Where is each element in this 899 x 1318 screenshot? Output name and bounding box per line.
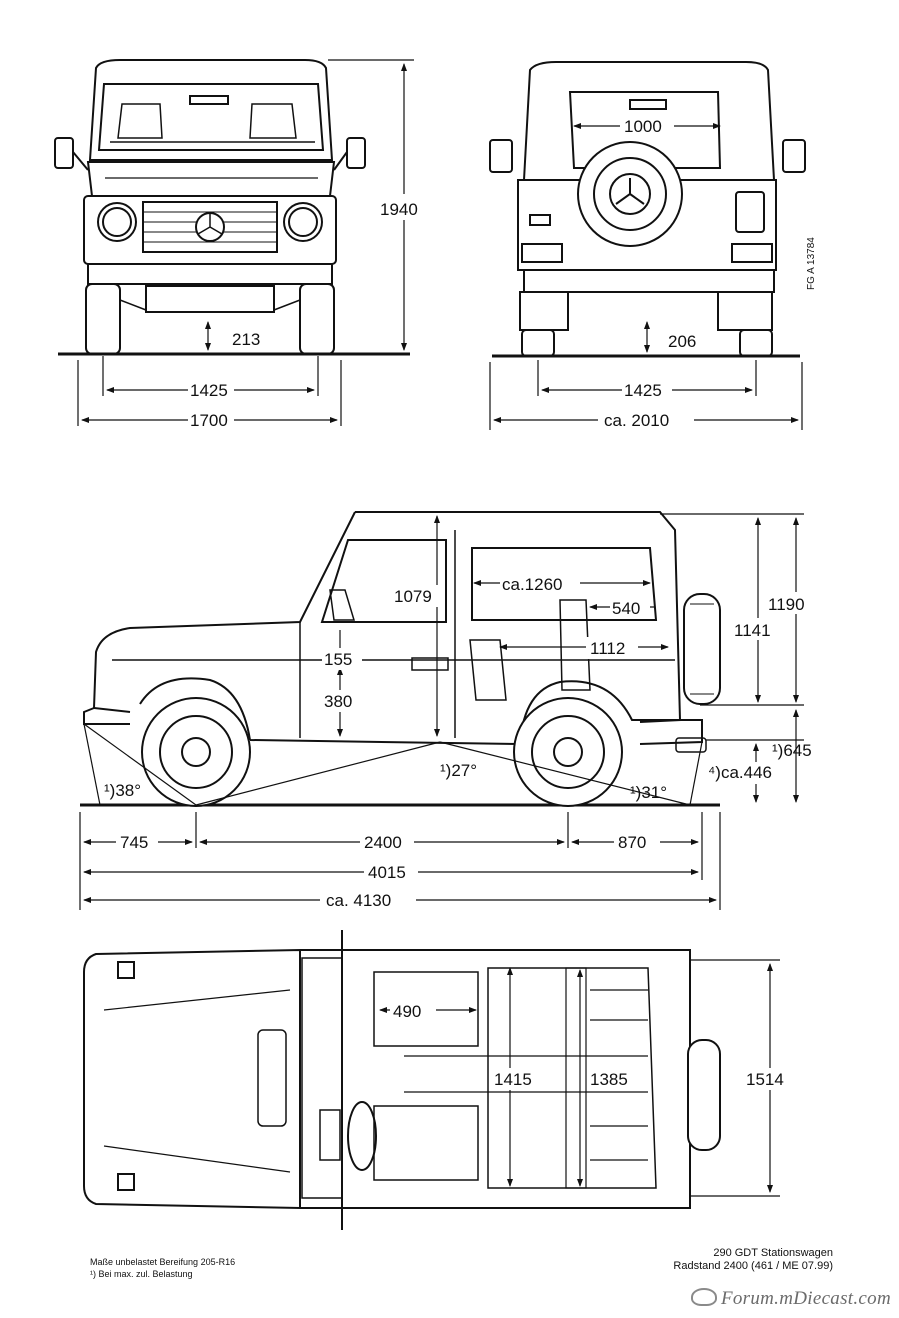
front-overhang-dimension: 745 bbox=[120, 833, 148, 852]
side-window-height-dimension: 540 bbox=[612, 599, 640, 618]
wheelbase-title: Radstand 2400 (461 / ME 07.99) bbox=[673, 1260, 833, 1272]
side-cargo-length-dimension: ca.1260 bbox=[502, 575, 563, 594]
top-view-drawing bbox=[83, 930, 721, 1230]
side-interior-height-dimension: 1079 bbox=[394, 587, 432, 606]
side-height-1190-dimension: 1190 bbox=[768, 595, 805, 614]
footnotes: Maße unbelastet Bereifung 205-R16 ¹) Bei… bbox=[90, 1256, 235, 1280]
front-view-drawing bbox=[54, 59, 410, 356]
wheelbase-dimension: 2400 bbox=[364, 833, 402, 852]
watermark-text: Forum.mDiecast.com bbox=[720, 1288, 891, 1309]
front-width-dimension: 1700 bbox=[190, 411, 228, 430]
top-body-width-dimension: 1514 bbox=[746, 1070, 784, 1089]
car-logo-icon bbox=[690, 1288, 717, 1306]
front-ground-clearance-dimension: 213 bbox=[232, 330, 260, 349]
side-approach-angle-dimension: ¹)38° bbox=[104, 781, 141, 800]
top-cargo-width-dimension: 1385 bbox=[590, 1070, 628, 1089]
front-height-dimension: 1940 bbox=[380, 200, 418, 219]
footnote-max-load: ¹) Bei max. zul. Belastung bbox=[90, 1269, 193, 1279]
drawing-code: FG A 13784 bbox=[806, 237, 817, 290]
forum-watermark: Forum.mDiecast.com bbox=[690, 1288, 891, 1310]
side-height-1141-dimension: 1141 bbox=[734, 621, 771, 640]
side-cargo-floor-length-dimension: 1112 bbox=[590, 639, 625, 658]
footnote-unloaded: Maße unbelastet Bereifung 205-R16 bbox=[90, 1257, 236, 1267]
side-step-height-dimension: 155 bbox=[324, 650, 352, 669]
side-ramp-angle-dimension: ¹)27° bbox=[440, 761, 477, 780]
side-view-drawing bbox=[80, 511, 721, 807]
rear-view-drawing bbox=[489, 61, 806, 358]
rear-ground-clearance-dimension: 206 bbox=[668, 332, 696, 351]
total-length-dimension: ca. 4130 bbox=[326, 891, 391, 910]
side-height-446-dimension: ⁴)ca.446 bbox=[708, 763, 772, 782]
side-height-645-dimension: ¹)645 bbox=[772, 741, 812, 760]
rear-overhang-dimension: 870 bbox=[618, 833, 646, 852]
rear-window-width-dimension: 1000 bbox=[624, 117, 662, 136]
side-sill-height-dimension: 380 bbox=[324, 692, 352, 711]
top-interior-width-dimension: 1415 bbox=[494, 1070, 532, 1089]
title-block: 290 GDT Stationswagen Radstand 2400 (461… bbox=[673, 1247, 833, 1273]
front-track-dimension: 1425 bbox=[190, 381, 228, 400]
rear-track-dimension: 1425 bbox=[624, 381, 662, 400]
rear-width-dimension: ca. 2010 bbox=[604, 411, 669, 430]
length-dimension: 4015 bbox=[368, 863, 406, 882]
side-departure-angle-dimension: ¹)31° bbox=[630, 783, 667, 802]
model-title: 290 GDT Stationswagen bbox=[713, 1247, 833, 1259]
front-view-dimensions bbox=[77, 59, 414, 426]
top-seat-width-dimension: 490 bbox=[393, 1002, 421, 1021]
